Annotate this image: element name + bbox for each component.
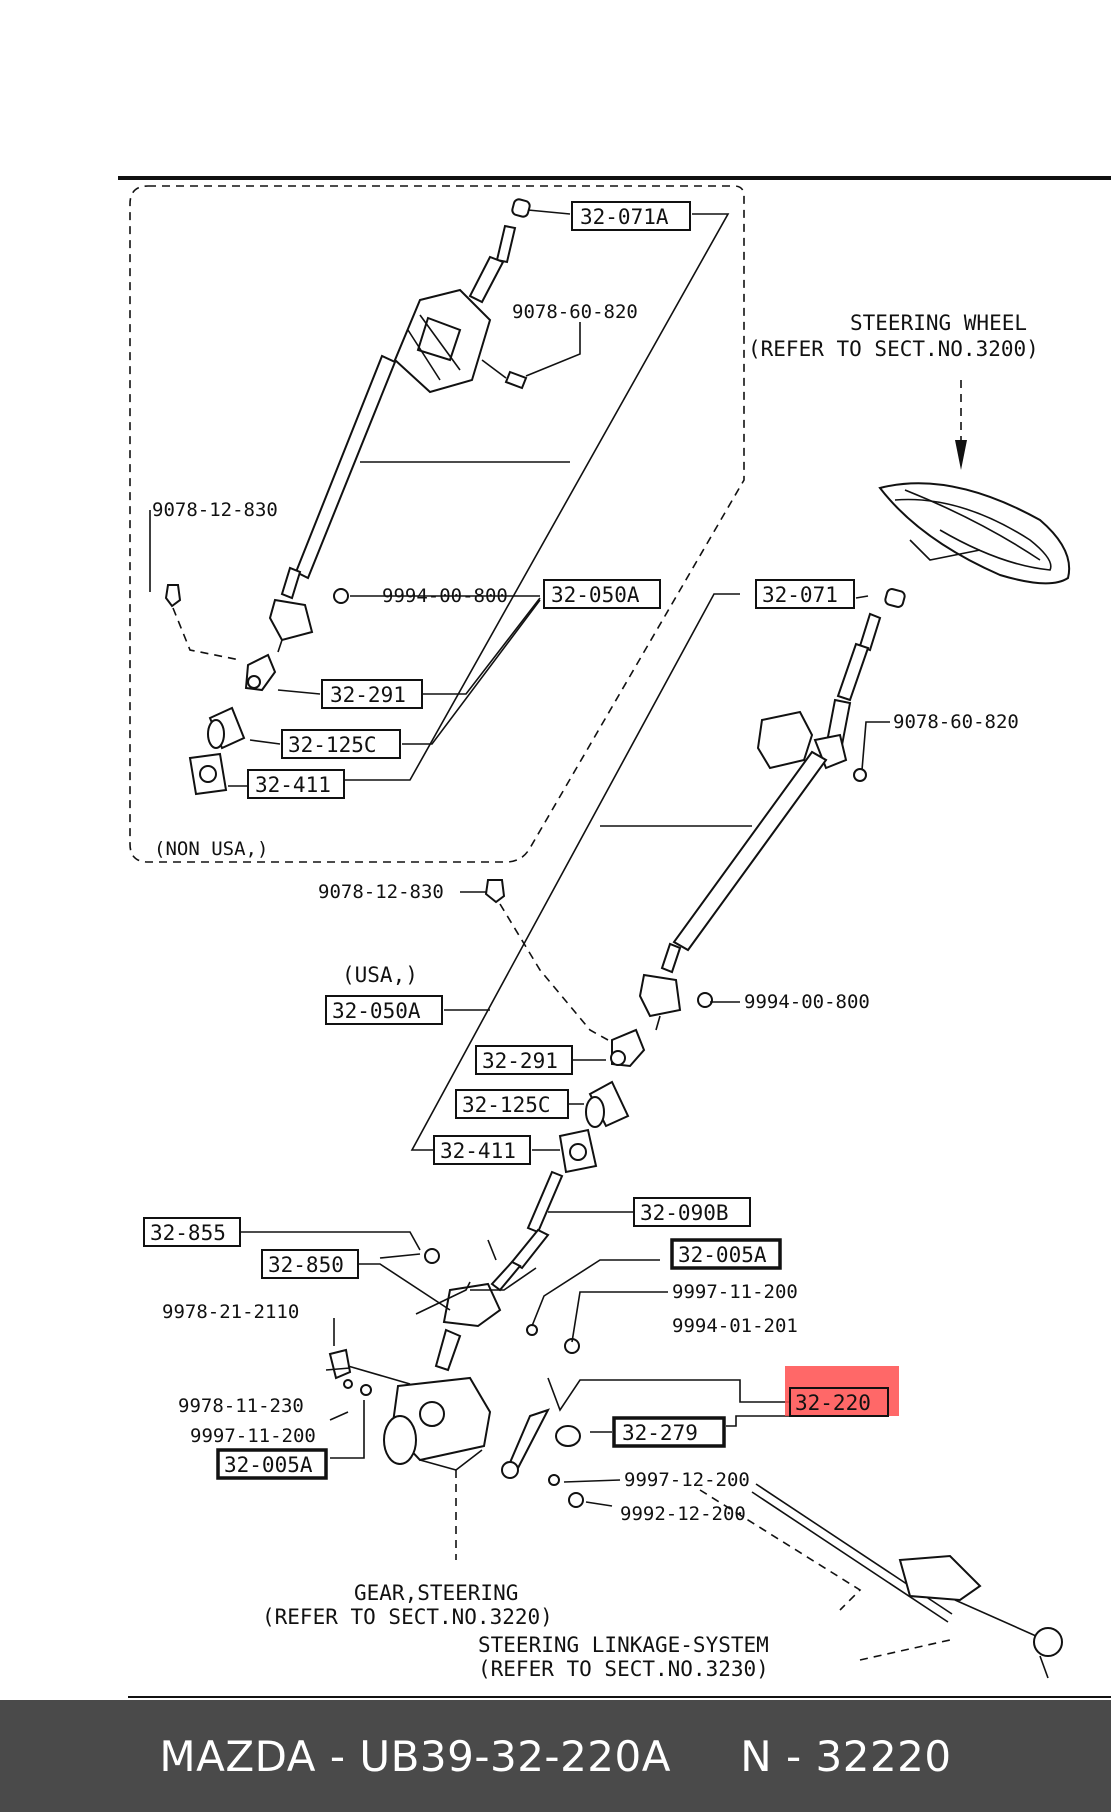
non-usa-region <box>129 185 745 863</box>
label-box-32-411-lower <box>433 1135 531 1165</box>
label-box-32-125C-upper <box>281 729 401 759</box>
label-32-220: 32-220 <box>795 1391 871 1415</box>
nut <box>568 1492 584 1508</box>
label-box-32-071 <box>755 579 855 609</box>
label-box-32-855 <box>143 1217 241 1247</box>
label-32-005A-upper: 32-005A <box>678 1243 767 1267</box>
lower-plate <box>558 1128 598 1174</box>
label-32-291-lower: 32-291 <box>482 1049 558 1073</box>
label-box-32-279 <box>612 1416 726 1448</box>
label-box-32-050A-lower <box>325 995 443 1025</box>
steering-wheel-ref: (REFER TO SECT.NO.3200) <box>748 337 1039 361</box>
label-box-32-090B <box>633 1197 751 1227</box>
gear-steering-ref: (REFER TO SECT.NO.3220) <box>262 1605 553 1629</box>
washer <box>526 1324 538 1336</box>
label-9997-11-200-lower: 9997-11-200 <box>190 1425 316 1447</box>
lower-steering-column <box>638 588 906 1031</box>
label-box-32-291-lower <box>475 1045 573 1075</box>
washer <box>548 1474 560 1486</box>
label-box-32-125C-lower <box>455 1089 569 1119</box>
steering-column-diagram: 32-071A 9078-60-820 STEERING WHEEL (REFE… <box>118 176 1111 1698</box>
linkage-ref: (REFER TO SECT.NO.3230) <box>478 1657 769 1681</box>
label-9078-12-830-lower: 9078-12-830 <box>318 881 444 903</box>
steering-wheel-arrow <box>955 440 967 470</box>
label-32-279: 32-279 <box>622 1421 698 1445</box>
label-32-005A-lower: 32-005A <box>224 1453 313 1477</box>
lower-universal-joint <box>484 768 867 1068</box>
label-box-32-005A-lower <box>216 1448 328 1480</box>
label-box-32-291-upper <box>321 679 423 709</box>
label-32-850: 32-850 <box>268 1253 344 1277</box>
label-box-32-220 <box>789 1387 889 1417</box>
label-9994-00-800-lower: 9994-00-800 <box>744 991 870 1013</box>
label-9078-60-820-upper: 9078-60-820 <box>512 301 638 323</box>
label-32-411-upper: 32-411 <box>255 773 331 797</box>
label-32-125C-lower: 32-125C <box>462 1093 551 1117</box>
steering-wheel-title: STEERING WHEEL <box>850 311 1027 335</box>
intermediate-shaft <box>490 1170 634 1292</box>
label-32-411-lower: 32-411 <box>440 1139 516 1163</box>
pitman-arm <box>501 1408 581 1479</box>
label-32-050A-lower: 32-050A <box>332 999 421 1023</box>
steering-wheel <box>878 482 1071 585</box>
label-32-090B: 32-090B <box>640 1201 729 1225</box>
label-box-32-005A-upper <box>670 1238 782 1270</box>
upper-plate <box>188 752 228 796</box>
steering-gear <box>328 1248 502 1471</box>
label-9994-01-201: 9994-01-201 <box>672 1315 798 1337</box>
label-9997-11-200-upper: 9997-11-200 <box>672 1281 798 1303</box>
lower-boot <box>585 1080 630 1128</box>
gear-steering-title: GEAR,STEERING <box>354 1581 518 1605</box>
label-9078-12-830-upper: 9078-12-830 <box>152 499 278 521</box>
footer-text: MAZDA - UB39-32-220A N - 32220 <box>159 1731 952 1781</box>
highlight-32-220 <box>785 1366 899 1416</box>
linkage <box>751 1483 1063 1679</box>
label-32-050A-upper: 32-050A <box>551 583 640 607</box>
upper-steering-column <box>268 198 531 653</box>
label-32-071A: 32-071A <box>580 205 669 229</box>
washer <box>343 1379 353 1389</box>
label-box-32-411-upper <box>247 769 345 799</box>
linkage-title: STEERING LINKAGE-SYSTEM <box>478 1633 769 1657</box>
label-32-291-upper: 32-291 <box>330 683 406 707</box>
upper-boot <box>207 706 246 750</box>
upper-universal-joint <box>164 584 349 692</box>
label-box-32-071A <box>571 201 691 231</box>
label-box-32-050A-upper <box>543 579 661 609</box>
label-32-071: 32-071 <box>762 583 838 607</box>
non-usa-label: (NON USA,) <box>154 838 268 860</box>
label-box-32-850 <box>261 1249 359 1279</box>
label-9978-11-230: 9978-11-230 <box>178 1395 304 1417</box>
label-32-855: 32-855 <box>150 1221 226 1245</box>
label-9997-12-200: 9997-12-200 <box>624 1469 750 1491</box>
usa-label: (USA,) <box>342 963 418 987</box>
label-9078-60-820-lower: 9078-60-820 <box>893 711 1019 733</box>
washer <box>360 1384 372 1396</box>
label-9978-21-2110: 9978-21-2110 <box>162 1301 299 1323</box>
label-9994-00-800-upper: 9994-00-800 <box>382 585 508 607</box>
label-9992-12-200: 9992-12-200 <box>620 1503 746 1525</box>
part-number-footer: MAZDA - UB39-32-220A N - 32220 <box>0 1700 1111 1812</box>
label-32-125C-upper: 32-125C <box>288 733 377 757</box>
